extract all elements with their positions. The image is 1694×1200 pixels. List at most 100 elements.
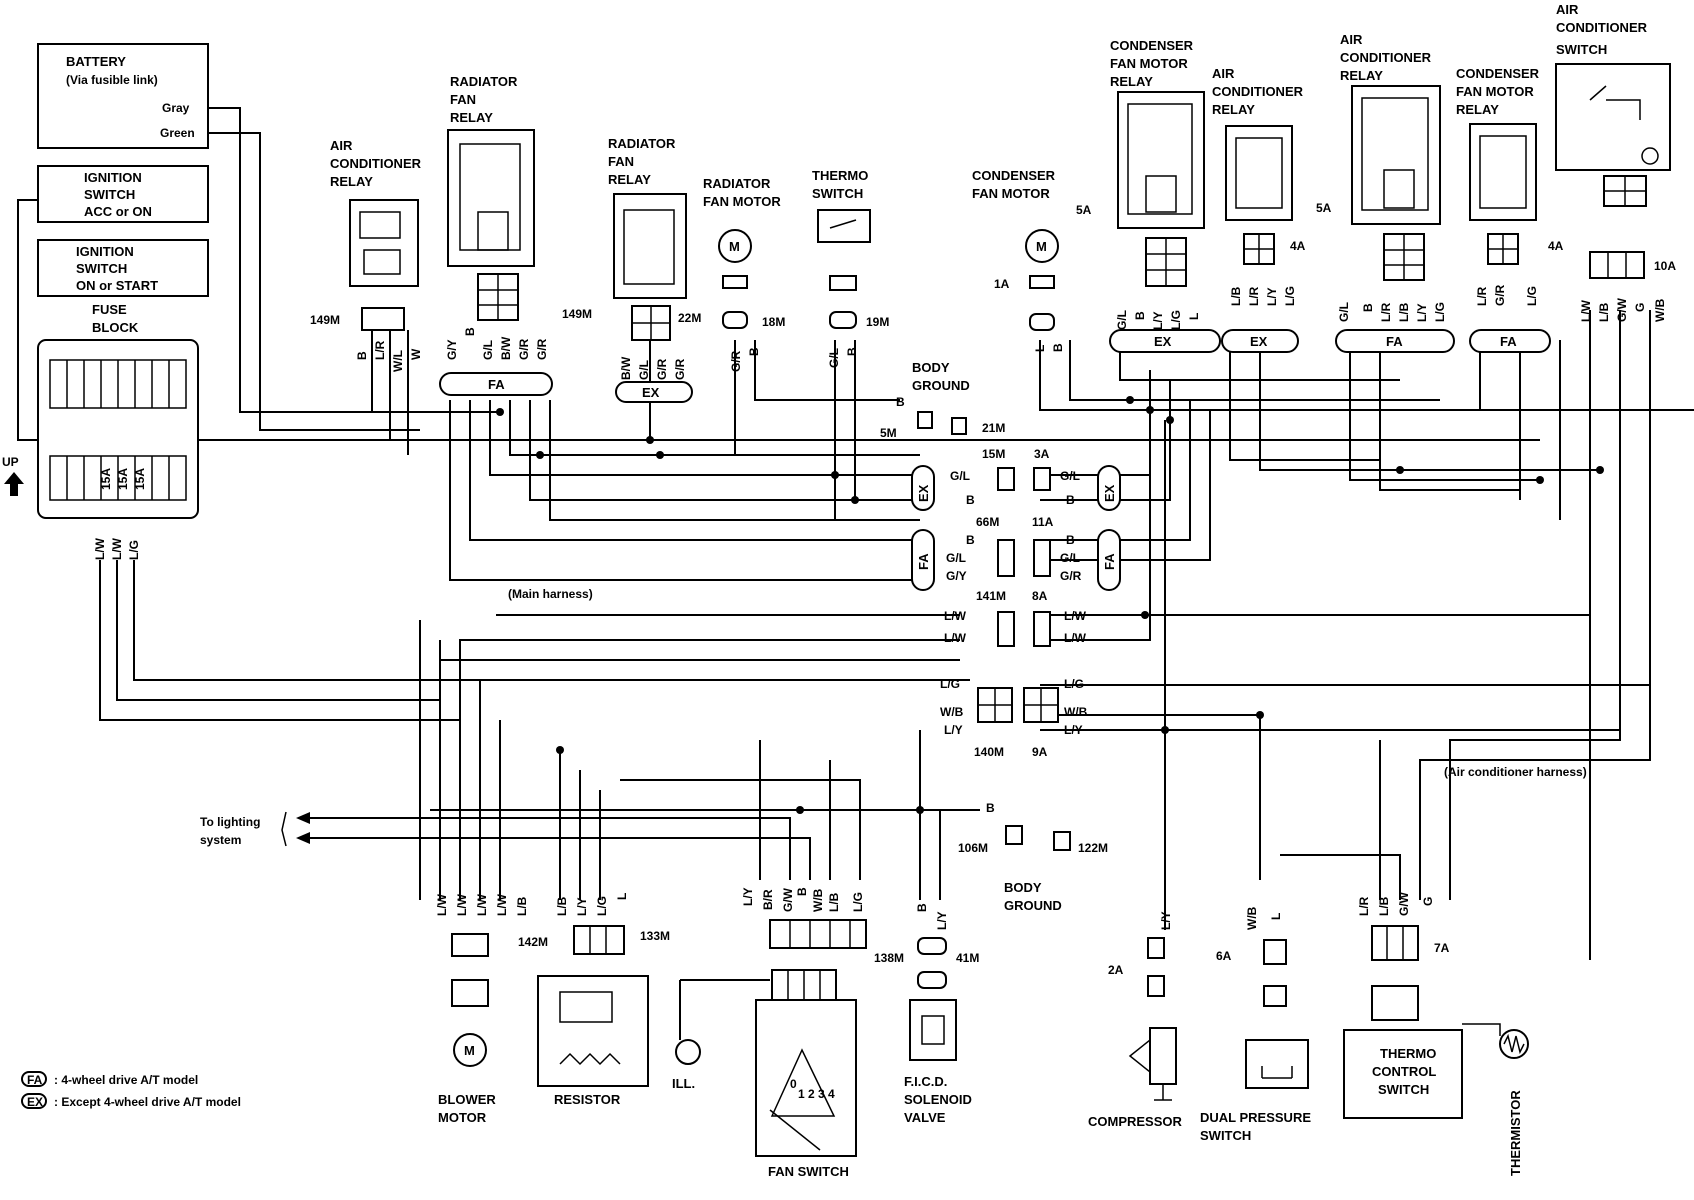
conn-122m: 122M xyxy=(1078,841,1108,855)
fan-pos-3: 3 xyxy=(818,1087,825,1101)
ac-relay-right-w1: G/L xyxy=(1337,302,1351,322)
ignition-switch-acc: IGNITION SWITCH ACC or ON xyxy=(37,165,209,223)
cond-relay-2-l2: FAN MOTOR xyxy=(1456,84,1534,99)
rad-relay-1-w6: G/R xyxy=(535,338,549,360)
battery-green: Green xyxy=(160,126,195,140)
thermo-ctrl-l1: THERMO xyxy=(1380,1046,1436,1061)
rad-relay-2-w2: G/L xyxy=(637,360,651,380)
ac-relay-left-w4: W xyxy=(409,348,423,360)
body-ground-bottom-l1: BODY xyxy=(1004,880,1042,895)
rad-relay-1-l3: RELAY xyxy=(450,110,493,125)
ac-switch: AIR CONDITIONER SWITCH 10A L/W L/B G/W G… xyxy=(1555,2,1676,322)
mid-fa-gy-left: G/Y xyxy=(946,569,967,583)
up-arrow-icon: UP xyxy=(2,455,24,496)
fan-switch-w4: B xyxy=(795,887,809,896)
rad-relay-2-l3: RELAY xyxy=(608,172,651,187)
conn-2a: 2A xyxy=(1108,963,1124,977)
thermistor: THERMISTOR xyxy=(1462,1023,1529,1176)
ac-relay-left-w1: B xyxy=(355,351,369,360)
fan-pos-1: 1 xyxy=(798,1087,805,1101)
ac-switch-l3: SWITCH xyxy=(1556,42,1607,57)
fuse-block-l2: BLOCK xyxy=(92,320,139,335)
fan-switch-w1: L/Y xyxy=(741,887,755,906)
cond-motor-w2: B xyxy=(1051,343,1065,352)
legend-ex-key: EX xyxy=(27,1095,43,1109)
wire-junctions xyxy=(103,396,1604,814)
ac-relay-mid-w3: L/Y xyxy=(1265,287,1279,306)
legend-fa-key: FA xyxy=(27,1073,43,1087)
fa-bus-2: FA xyxy=(1386,334,1403,349)
resistor-w4: L xyxy=(615,893,629,900)
lighting-l2: system xyxy=(200,833,241,847)
fa-bus-1: FA xyxy=(488,377,505,392)
cond-relay-1-w5: L xyxy=(1187,313,1201,320)
cond-relay-1-w4: L/G xyxy=(1169,310,1183,330)
ac-relay-mid-w4: L/G xyxy=(1283,286,1297,306)
fan-switch-w2: B/R xyxy=(761,889,775,910)
blower-m-icon: M xyxy=(464,1043,475,1058)
ficd-l3: VALVE xyxy=(904,1110,946,1125)
fuse-wire-1: L/W xyxy=(93,537,107,560)
to-lighting-system: To lighting system xyxy=(200,811,310,847)
thermo-switch-conn: 19M xyxy=(866,315,889,329)
rad-relay-1-conn: 149M xyxy=(562,307,592,321)
conn-140m: 140M xyxy=(974,745,1004,759)
ex-pill-right: EX xyxy=(1102,484,1117,502)
resistor: L/B L/Y L/G L 142M 133M RESISTOR xyxy=(518,893,670,1107)
ign-acc-l2: SWITCH xyxy=(84,187,135,202)
ac-switch-w3: G/W xyxy=(1615,297,1629,322)
ac-relay-left-w3: W/L xyxy=(391,350,405,372)
thermo-ctrl-l3: SWITCH xyxy=(1378,1082,1429,1097)
fan-pos-0: 0 xyxy=(790,1077,797,1091)
rad-relay-2-l2: FAN xyxy=(608,154,634,169)
ficd-solenoid-valve: B L/Y 138M 41M F.I.C.D. SOLENOID VALVE xyxy=(874,903,979,1125)
cond-relay-1-w1: G/L xyxy=(1115,310,1129,330)
radiator-fan-motor: RADIATOR FAN MOTOR M 18M G/R B xyxy=(703,176,785,372)
conn-106m: 106M xyxy=(958,841,988,855)
conn-7a: 7A xyxy=(1434,941,1450,955)
resistor-w3: L/G xyxy=(595,896,609,916)
lighting-l1: To lighting xyxy=(200,815,260,829)
fuse-1: 15A xyxy=(99,468,113,490)
thermo-ctrl-w2: L/B xyxy=(1377,896,1391,916)
conn-11a: 11A xyxy=(1032,515,1054,529)
legend: FA : 4-wheel drive A/T model EX : Except… xyxy=(21,1071,241,1109)
mid-fa-gl-right: G/L xyxy=(1060,551,1080,565)
battery-title: BATTERY xyxy=(66,54,126,69)
fan-switch-w7: L/G xyxy=(851,892,865,912)
ac-relay-right-w4: L/B xyxy=(1397,302,1411,322)
up-label: UP xyxy=(2,455,19,469)
ac-relay-left-l3: RELAY xyxy=(330,174,373,189)
fan-switch-w6: L/B xyxy=(827,892,841,912)
ground-conn-21m: 21M xyxy=(982,421,1005,435)
ac-relay-mid-conn: 4A xyxy=(1290,239,1306,253)
rad-relay-1-l1: RADIATOR xyxy=(450,74,518,89)
conn-142m: 142M xyxy=(518,935,548,949)
ac-relay-mid-w1: L/B xyxy=(1229,286,1243,306)
ac-relay-right-conn: 5A xyxy=(1316,201,1332,215)
cond-relay-2-conn: 4A xyxy=(1548,239,1564,253)
ac-relay-right-l2: CONDITIONER xyxy=(1340,50,1432,65)
fuse-wire-2: L/W xyxy=(110,537,124,560)
rad-relay-2-w3: G/R xyxy=(655,358,669,380)
body-ground-bottom-l2: GROUND xyxy=(1004,898,1062,913)
mid-ex-b-right: B xyxy=(1066,493,1075,507)
ac-relay-mid-l1: AIR xyxy=(1212,66,1235,81)
ign-acc-l1: IGNITION xyxy=(84,170,142,185)
body-ground-bottom: B 106M 122M BODY GROUND xyxy=(958,801,1108,913)
mid-connector-group: EX EX G/L B G/L B 66M 11A FA FA B G/L G/… xyxy=(911,465,1121,759)
ac-relay-mid: AIR CONDITIONER RELAY 4A L/B L/R L/Y L/G… xyxy=(1212,66,1306,353)
thermo-control-switch: L/R L/B G/W G 7A THERMO CONTROL SWITCH xyxy=(1343,891,1463,1119)
rad-motor-w1: G/R xyxy=(729,350,743,372)
battery-sub: (Via fusible link) xyxy=(66,73,158,87)
rad-relay-2-w4: G/R xyxy=(673,358,687,380)
rad-relay-1-l2: FAN xyxy=(450,92,476,107)
conn-41m: 41M xyxy=(956,951,979,965)
ac-relay-left-w2: L/R xyxy=(373,340,387,360)
main-harness-label: (Main harness) xyxy=(508,587,593,601)
blower-l1: BLOWER xyxy=(438,1092,496,1107)
condenser-fan-motor: CONDENSER FAN MOTOR M 1A L B xyxy=(972,168,1065,352)
ex-bus-1: EX xyxy=(642,385,660,400)
fan-switch: L/Y B/R G/W B W/B L/B L/G 0 1 2 3 4 FAN … xyxy=(672,887,867,1179)
ac-switch-l1: AIR xyxy=(1556,2,1579,17)
